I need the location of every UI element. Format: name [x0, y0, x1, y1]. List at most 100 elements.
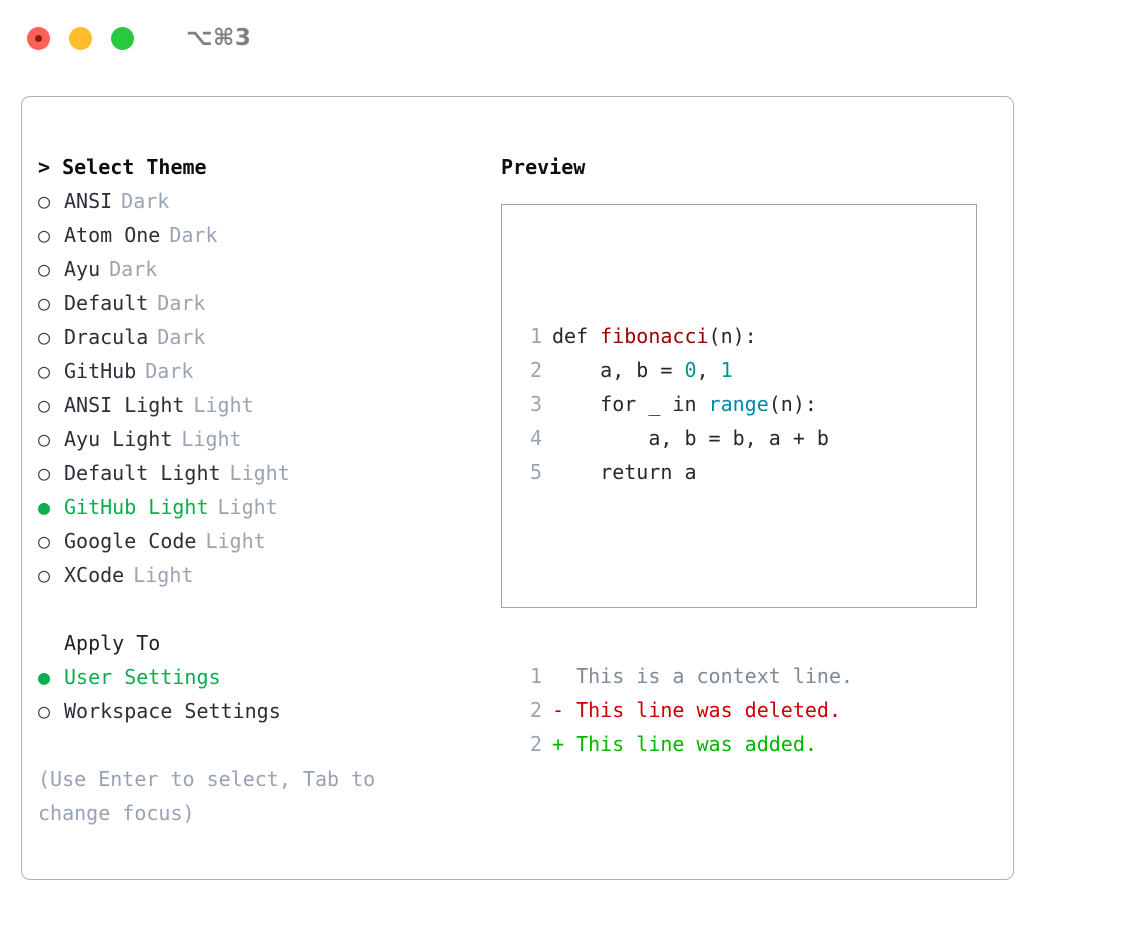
radio-unselected-icon: ○: [38, 257, 51, 281]
code-token-plain: ,: [696, 358, 721, 382]
radio-unselected-icon: ○: [38, 223, 51, 247]
code-token-fn: fibonacci: [600, 324, 709, 348]
code-line: 5 return a: [520, 455, 853, 489]
apply-to-option-user-settings[interactable]: ● User Settings: [38, 660, 498, 694]
code-line-number: 4: [529, 426, 542, 450]
code-token-num: 0: [684, 358, 697, 382]
code-token-plain: a, b = b, a + b: [552, 426, 829, 450]
code-line-number: 1: [529, 324, 542, 348]
theme-option-label: GitHub: [64, 359, 137, 383]
radio-unselected-icon: ○: [38, 563, 51, 587]
theme-option-label: Default Light: [64, 461, 221, 485]
theme-option-atom-one[interactable]: ○ Atom One Dark: [38, 218, 498, 252]
code-line-text: for _ in range(n):: [542, 387, 817, 421]
theme-option-label: GitHub Light: [64, 495, 209, 519]
traffic-lights: [27, 26, 134, 50]
radio-unselected-icon: ○: [38, 427, 51, 451]
theme-option-label: Google Code: [64, 529, 197, 553]
code-line-number: 3: [529, 392, 542, 416]
radio-selected-icon: ●: [38, 495, 51, 519]
radio-unselected-icon: ○: [38, 529, 51, 553]
theme-variant-badge: Dark: [109, 257, 158, 281]
code-diff-spacer: [520, 557, 853, 591]
theme-option-label: Ayu: [64, 257, 101, 281]
code-line-text: a, b = 0, 1: [542, 353, 733, 387]
radio-unselected-icon: ○: [38, 461, 51, 485]
apply-to-option-workspace-settings[interactable]: ○ Workspace Settings: [38, 694, 498, 728]
diff-line-text: + This line was added.: [552, 732, 817, 756]
theme-variant-badge: Light: [181, 427, 242, 451]
section-spacer: [38, 592, 498, 626]
keyboard-shortcut-label: ⌥⌘3: [186, 25, 252, 51]
theme-option-ayu-light[interactable]: ○ Ayu Light Light: [38, 422, 498, 456]
code-line-number: 2: [529, 358, 542, 382]
radio-unselected-icon: ○: [38, 291, 51, 315]
code-token-plain: for _ in: [552, 392, 709, 416]
code-line: 3 for _ in range(n):: [520, 387, 853, 421]
theme-option-default-light[interactable]: ○ Default Light Light: [38, 456, 498, 490]
title-bar: ⌥⌘3: [0, 0, 1140, 76]
radio-unselected-icon: ○: [38, 189, 51, 213]
code-token-num: 1: [720, 358, 733, 382]
theme-variant-badge: Dark: [145, 359, 194, 383]
code-token-plain: def: [552, 324, 601, 348]
apply-to-option-list[interactable]: ● User Settings ○ Workspace Settings: [38, 660, 498, 728]
theme-variant-badge: Light: [229, 461, 290, 485]
theme-variant-badge: Light: [193, 393, 254, 417]
code-token-plain: a, b =: [552, 358, 685, 382]
apply-to-option-label: User Settings: [64, 665, 221, 689]
code-token-plain: (n):: [768, 392, 817, 416]
theme-variant-badge: Dark: [169, 223, 218, 247]
code-line-text: def fibonacci(n):: [542, 319, 757, 353]
radio-selected-icon: ●: [38, 665, 51, 689]
code-line: 2 a, b = 0, 1: [520, 353, 853, 387]
theme-option-xcode[interactable]: ○ XCode Light: [38, 558, 498, 592]
diff-line-number: 2: [529, 698, 542, 722]
close-window-button[interactable]: [27, 26, 50, 50]
code-line-text: a, b = b, a + b: [542, 421, 829, 455]
code-token-bi: range: [708, 392, 769, 416]
code-line: 4 a, b = b, a + b: [520, 421, 853, 455]
apply-to-heading: Apply To: [64, 631, 161, 655]
theme-option-ayu[interactable]: ○ Ayu Dark: [38, 252, 498, 286]
theme-option-label: Dracula: [64, 325, 149, 349]
diff-line-text: This is a context line.: [552, 664, 854, 688]
theme-variant-badge: Light: [133, 563, 194, 587]
theme-option-label: Atom One: [64, 223, 161, 247]
diff-line-add: 2 + This line was added.: [520, 727, 853, 761]
theme-option-label: ANSI: [64, 189, 113, 213]
diff-line-ctx: 1 This is a context line.: [520, 659, 853, 693]
code-token-plain: (n):: [708, 324, 757, 348]
code-line-number: 5: [529, 460, 542, 484]
diff-line-text: - This line was deleted.: [552, 698, 841, 722]
diff-snippet: 1 This is a context line. 2 - This line wa…: [520, 659, 853, 761]
diff-line-number: 2: [529, 732, 542, 756]
maximize-window-button[interactable]: [111, 26, 134, 50]
minimize-window-button[interactable]: [69, 26, 92, 50]
radio-unselected-icon: ○: [38, 325, 51, 349]
theme-variant-badge: Dark: [157, 291, 206, 315]
theme-option-label: XCode: [64, 563, 125, 587]
theme-option-label: Ayu Light: [64, 427, 173, 451]
diff-line-number: 1: [529, 664, 542, 688]
code-token-plain: return a: [552, 460, 697, 484]
select-theme-heading: > Select Theme: [38, 155, 207, 179]
apply-to-option-label: Workspace Settings: [64, 699, 281, 723]
radio-unselected-icon: ○: [38, 699, 51, 723]
diff-line-del: 2 - This line was deleted.: [520, 693, 853, 727]
